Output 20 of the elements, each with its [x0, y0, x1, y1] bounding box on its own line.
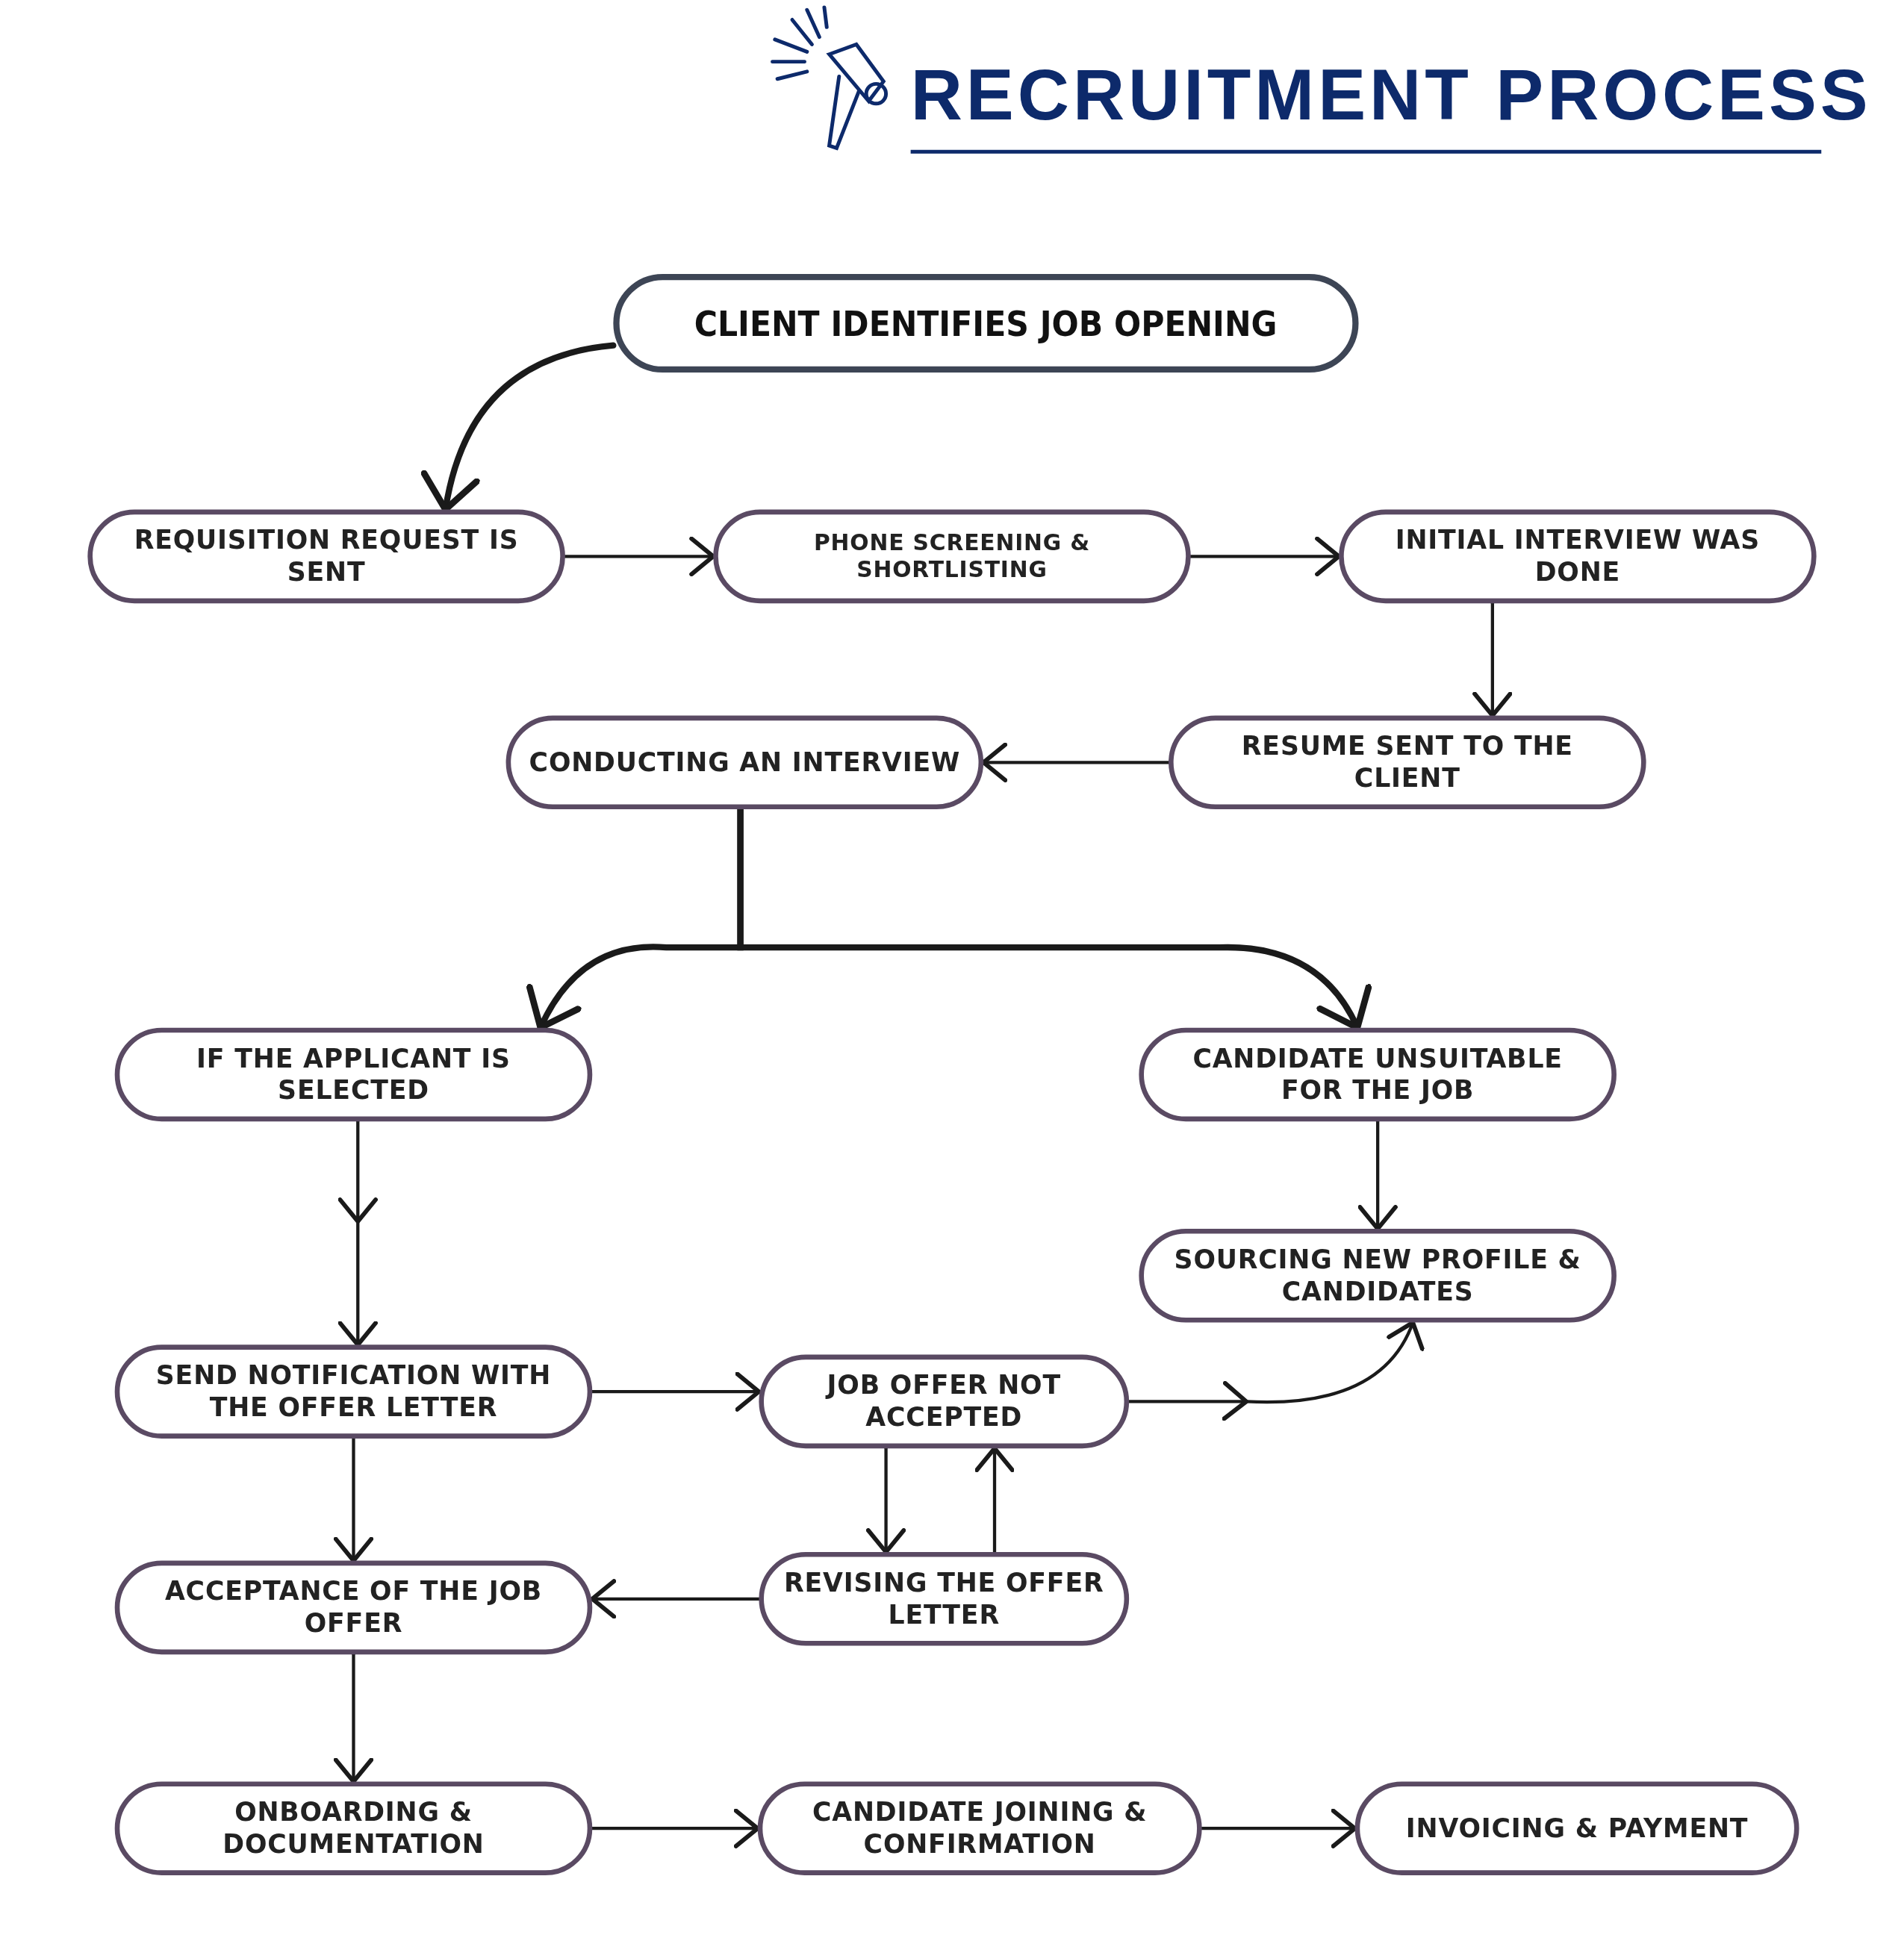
arrow	[865, 1447, 906, 1554]
step-label: SOURCING NEW PROFILE & CANDIDATES	[1173, 1244, 1582, 1309]
arrow	[1357, 1120, 1398, 1231]
step-label: ONBOARDING & DOCUMENTATION	[222, 1796, 485, 1861]
step-label: SEND NOTIFICATION WITH THE OFFER LETTER	[155, 1359, 553, 1424]
step-label: CANDIDATE UNSUITABLE FOR THE JOB	[1192, 1042, 1564, 1107]
step-label: CLIENT IDENTIFIES JOB OPENING	[694, 302, 1278, 345]
step-label: REQUISITION REQUEST IS SENT	[133, 524, 520, 589]
step-label: ACCEPTANCE OF THE JOB OFFER	[164, 1575, 543, 1640]
title: RECRUITMENT PROCESS	[910, 59, 1872, 131]
step-label: CANDIDATE JOINING & CONFIRMATION	[811, 1796, 1148, 1861]
step-label: PHONE SCREENING & SHORTLISTING	[813, 529, 1091, 585]
step-label: INVOICING & PAYMENT	[1405, 1813, 1749, 1845]
step-label: REVISING THE OFFER LETTER	[783, 1567, 1105, 1632]
step-label: RESUME SENT TO THE CLIENT	[1240, 730, 1574, 795]
arrow	[338, 1120, 378, 1347]
step-label: IF THE APPLICANT IS SELECTED	[196, 1042, 511, 1107]
step-label: JOB OFFER NOT ACCEPTED	[824, 1369, 1062, 1434]
step-label: INITIAL INTERVIEW WAS DONE	[1394, 524, 1761, 589]
step-label: CONDUCTING AN INTERVIEW	[529, 747, 961, 779]
